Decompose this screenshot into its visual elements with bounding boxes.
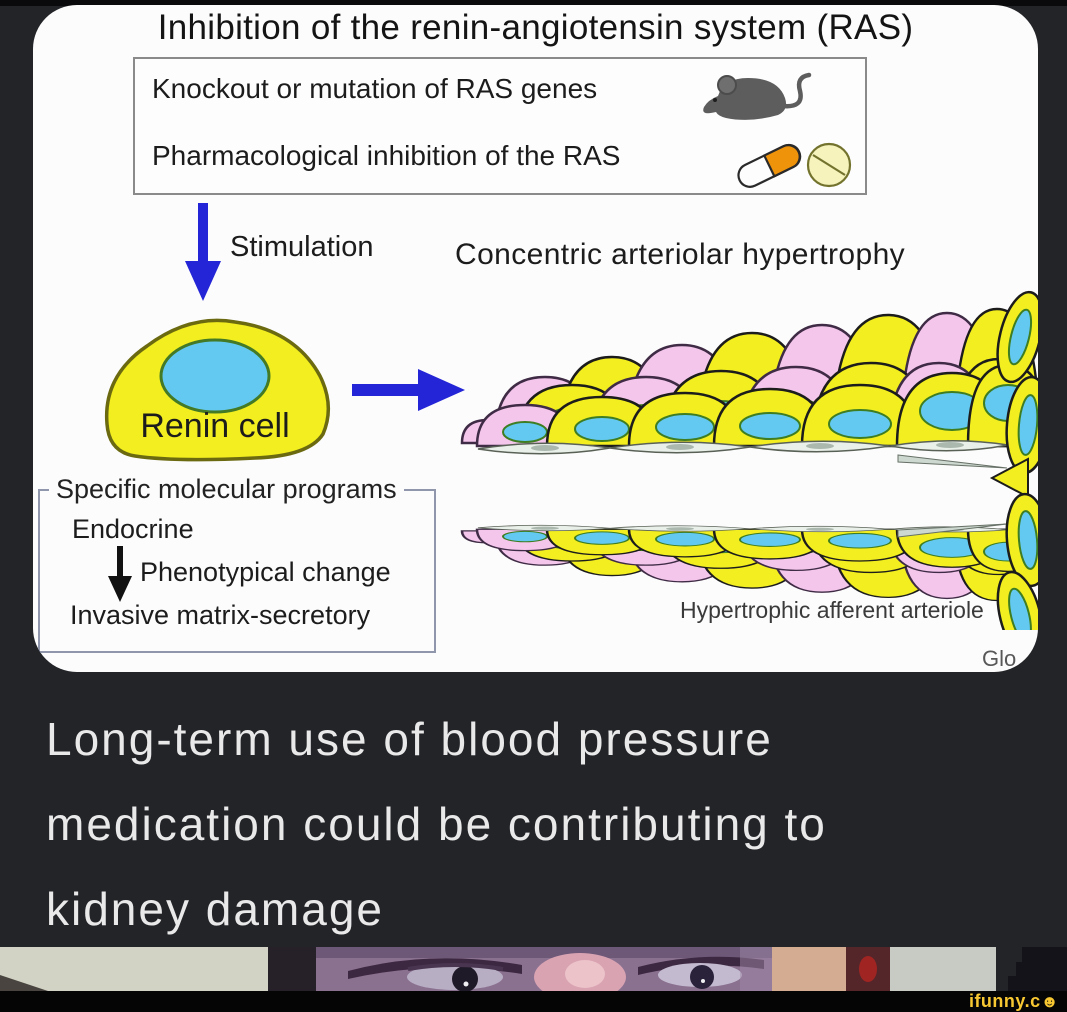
vessel-bend-cells: [989, 290, 1038, 630]
vessel-upper-wall: [460, 307, 1038, 455]
tablet-icon: [806, 142, 852, 188]
vessel-lower-wall: [460, 523, 1038, 602]
diagram-title: Inhibition of the renin-angiotensin syst…: [157, 8, 914, 47]
right-arrow-icon: [352, 369, 465, 411]
diagram-card: Inhibition of the renin-angiotensin syst…: [33, 5, 1038, 672]
caption-line-3: kidney damage: [46, 883, 384, 935]
down-arrow-icon: [185, 203, 221, 301]
caption-line-1: Long-term use of blood pressure: [46, 713, 773, 765]
stimulation-label: Stimulation: [230, 231, 374, 263]
caption-line-2: medication could be contributing to: [46, 798, 827, 850]
invasive-matrix-label: Invasive matrix-secretory: [70, 600, 371, 630]
ifunny-brand-text: ifunny.c: [968, 991, 1041, 1011]
pharmacological-label: Pharmacological inhibition of the RAS: [152, 140, 621, 171]
programs-box-header: Specific molecular programs: [49, 474, 404, 505]
left-eye: [348, 958, 522, 991]
glomerulus-partial-label: Glo: [982, 646, 1017, 671]
knockout-label: Knockout or mutation of RAS genes: [152, 73, 598, 104]
renin-cell-label: Renin cell: [140, 407, 290, 445]
arteriole-illustration: [460, 290, 1038, 630]
hypertrophic-arteriole-label: Hypertrophic afferent arteriole: [680, 597, 984, 623]
footer-bar: ifunny.c☻: [0, 991, 1067, 1012]
capsule-icon: [737, 143, 802, 188]
renin-cell-illustration: [104, 318, 330, 462]
cropped-face-photo: [0, 947, 1067, 991]
phenotypical-change-label: Phenotypical change: [140, 557, 391, 587]
endocrine-label: Endocrine: [72, 514, 194, 544]
right-eye: [638, 956, 764, 989]
black-down-arrow-icon: [108, 546, 132, 602]
smiley-icon: ☻: [1040, 992, 1059, 1011]
top-black-strip: [0, 0, 1067, 6]
concentric-hypertrophy-label: Concentric arteriolar hypertrophy: [455, 238, 906, 271]
mouse-icon: [703, 72, 812, 120]
ifunny-watermark: ifunny.c☻: [969, 991, 1059, 1012]
pill-icons: [737, 142, 852, 188]
